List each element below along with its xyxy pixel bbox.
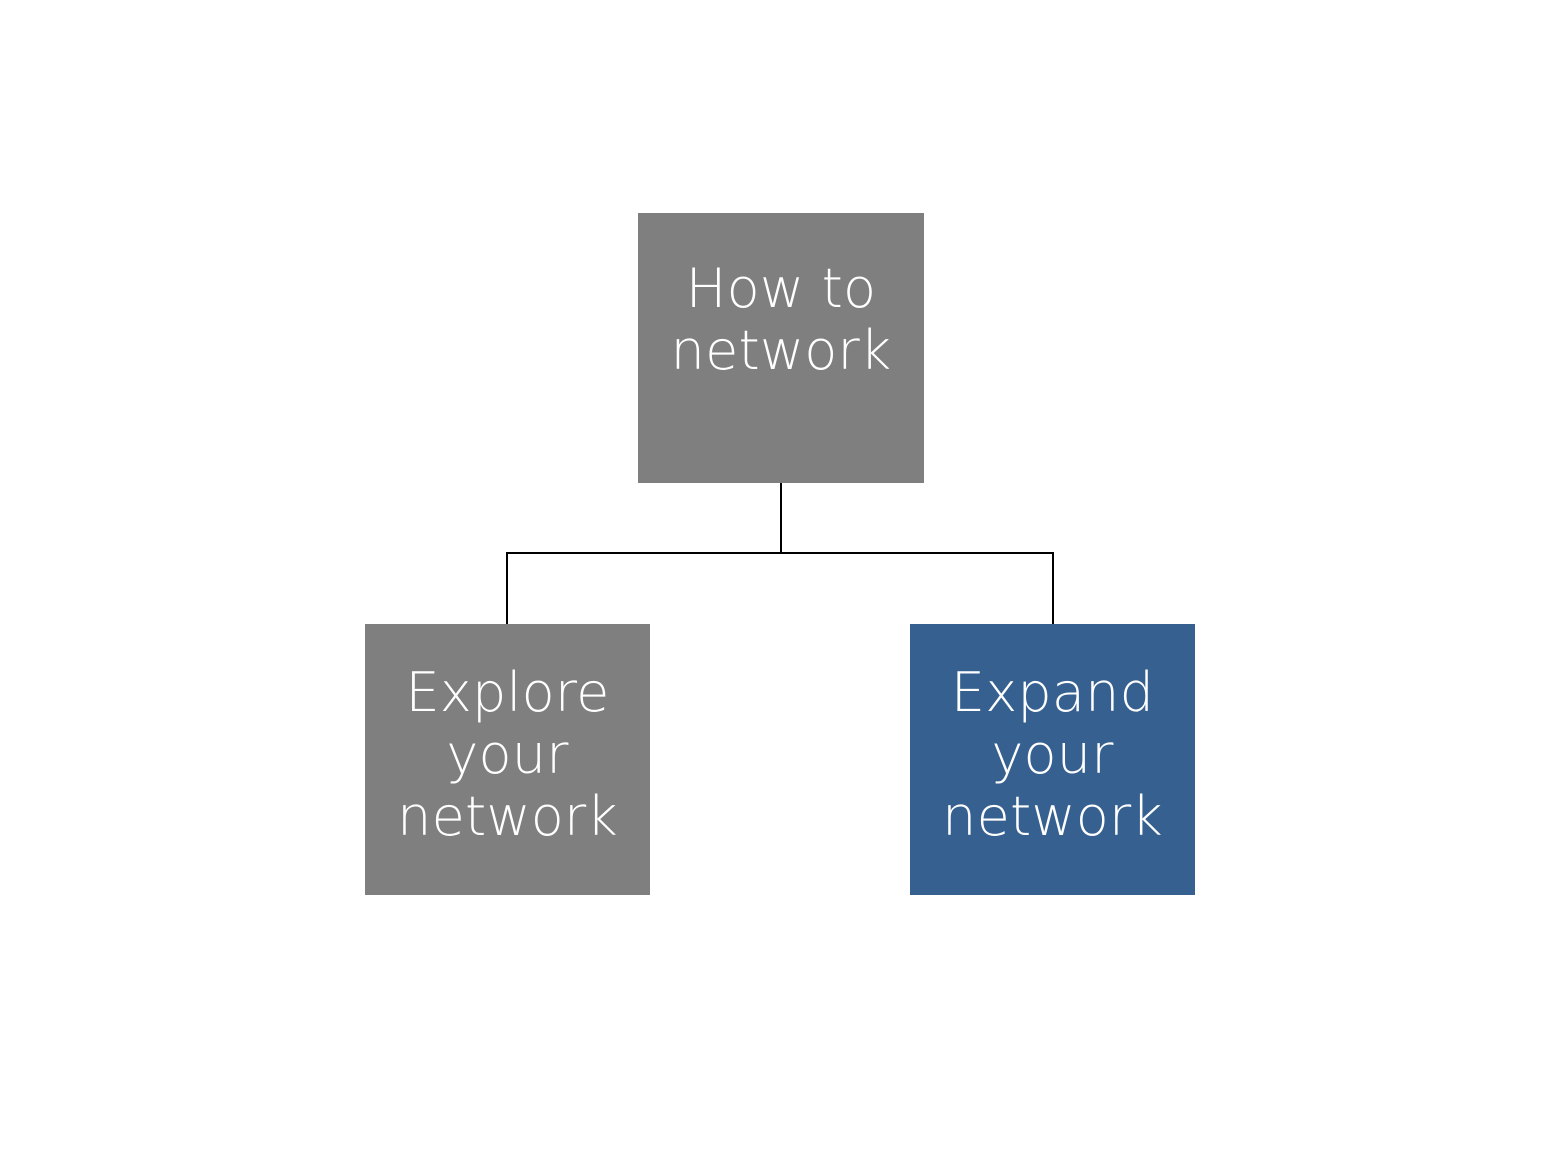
node-explore-your-network[interactable]: Explore your network <box>365 624 650 895</box>
node-label-explore: Explore your network <box>397 660 618 848</box>
node-label-root: How to network <box>670 257 892 382</box>
node-expand-your-network[interactable]: Expand your network <box>910 624 1195 895</box>
node-how-to-network[interactable]: How to network <box>638 213 924 483</box>
node-label-expand: Expand your network <box>942 660 1163 848</box>
